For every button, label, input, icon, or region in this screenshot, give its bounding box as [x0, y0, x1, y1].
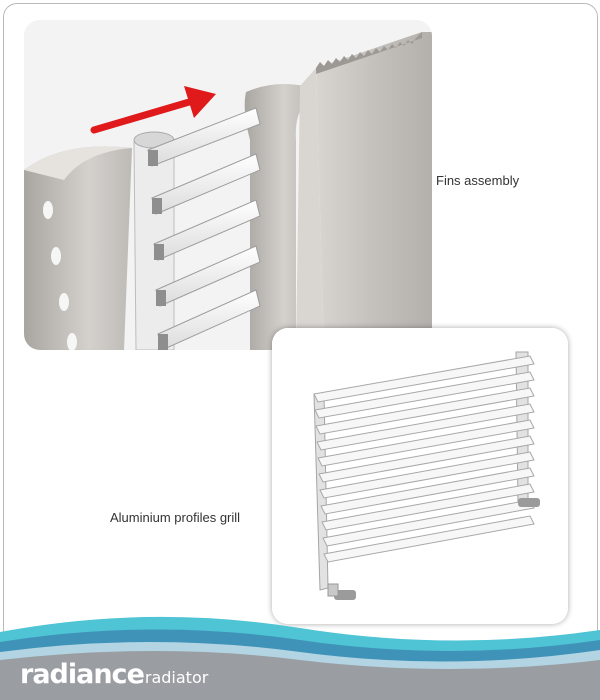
footer-banner: radianceradiator [0, 610, 600, 700]
direction-arrow-icon [90, 86, 216, 134]
aluminium-grill-caption: Aluminium profiles grill [110, 510, 241, 525]
brand-name: radiance [20, 659, 145, 690]
fins-assembly-illustration [24, 20, 432, 350]
fins-assembly-caption: Fins assembly [436, 173, 520, 188]
aluminium-grill-illustration [272, 328, 568, 624]
brand-logo: radianceradiator [20, 659, 208, 690]
brand-suffix: radiator [144, 668, 209, 687]
